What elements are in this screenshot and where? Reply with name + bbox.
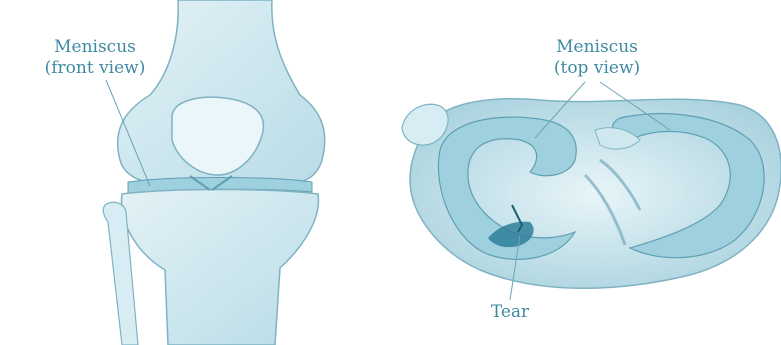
tibia-bone (122, 190, 319, 345)
top-view-title: Meniscus (522, 37, 672, 57)
top-view-knee (402, 82, 781, 300)
front-view-title: Meniscus (20, 37, 170, 57)
top-view-subtitle: (top view) (516, 58, 678, 78)
front-view-subtitle: (front view) (10, 58, 180, 78)
tear-label: Tear (470, 302, 550, 322)
